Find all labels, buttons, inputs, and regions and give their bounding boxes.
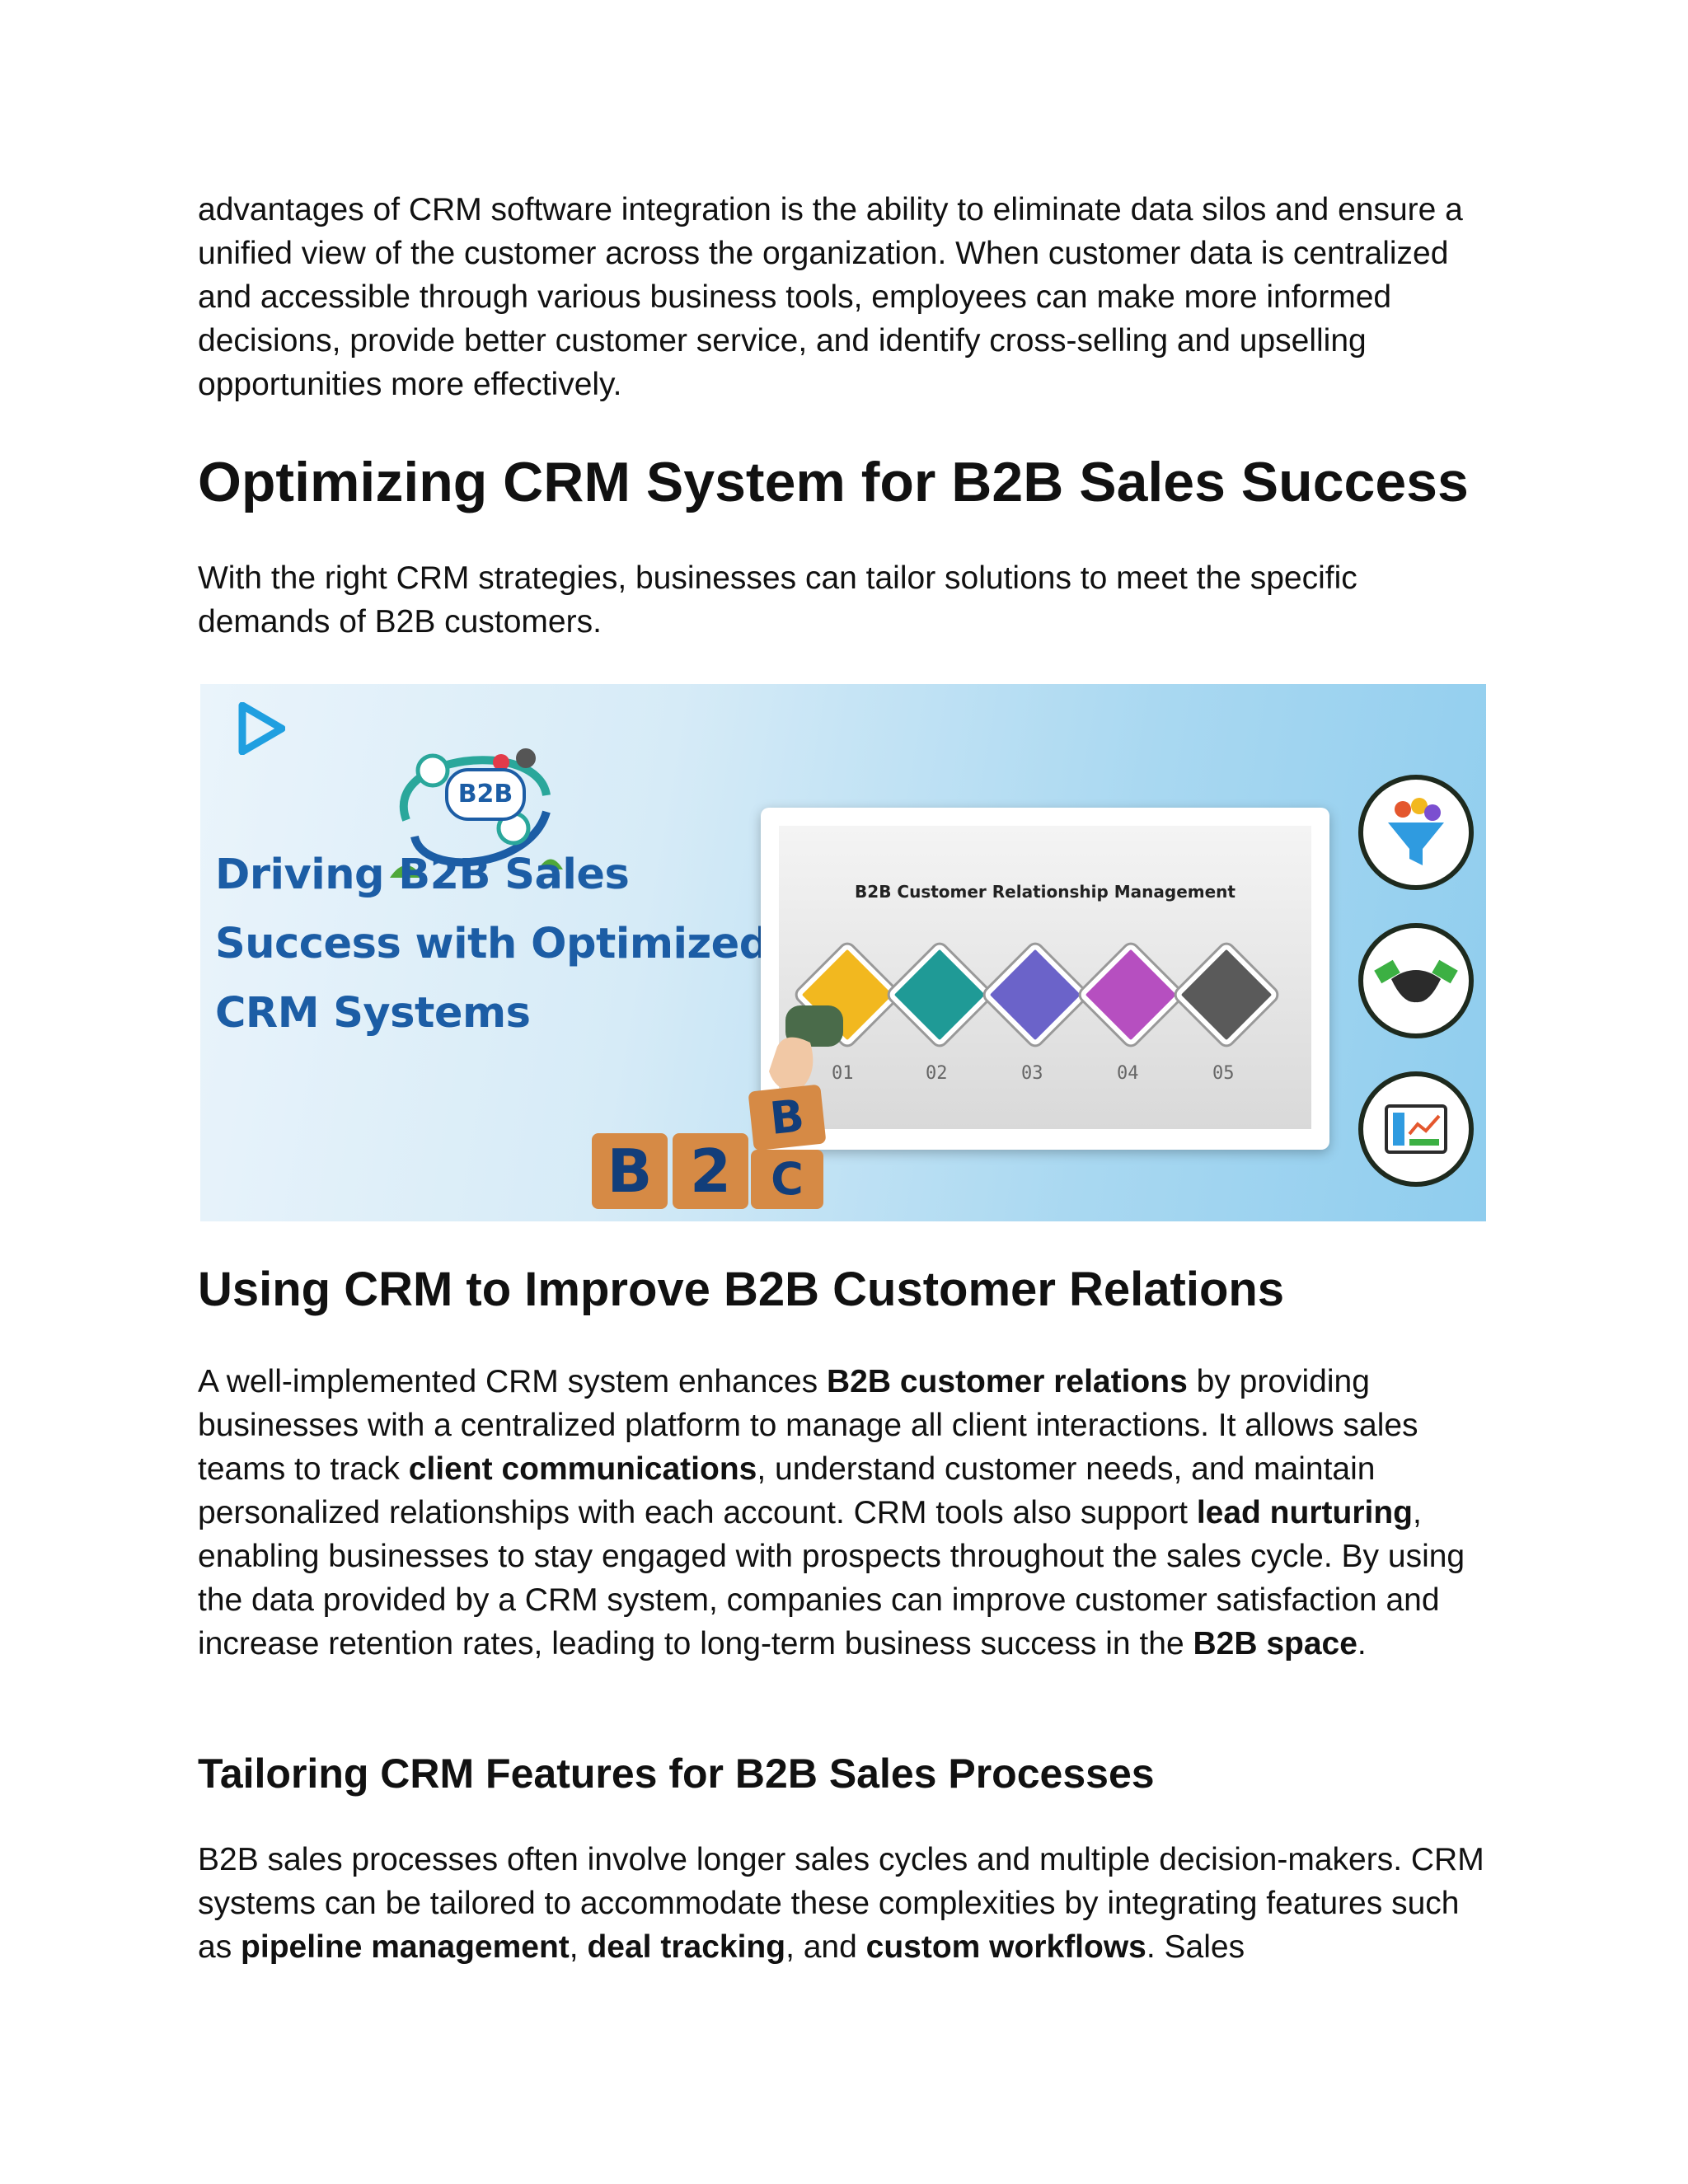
section-paragraph-tailoring: B2B sales processes often involve longer… xyxy=(198,1838,1492,1969)
section-paragraph-relations: A well-implemented CRM system enhances B… xyxy=(198,1360,1492,1666)
handshake-icon xyxy=(1358,923,1474,1038)
step-number: 03 xyxy=(1021,1063,1043,1084)
banner-image: B2B Driving B2B Sales Success with Optim… xyxy=(200,684,1486,1221)
step-number: 02 xyxy=(926,1063,948,1084)
b2b-cycle-illustration xyxy=(390,748,563,878)
screen-mockup: B2B Customer Relationship Management 01 … xyxy=(761,808,1329,1150)
step-diamond xyxy=(1078,942,1184,1047)
text-run: , enabling businesses to stay engaged wi… xyxy=(198,1495,1465,1661)
hand-illustration xyxy=(769,1005,843,1090)
bold-term: lead nurturing xyxy=(1196,1495,1413,1530)
bold-term: B2B customer relations xyxy=(826,1364,1188,1399)
letter-cube: B xyxy=(592,1133,668,1209)
funnel-icon xyxy=(1358,775,1474,890)
section-heading-optimizing: Optimizing CRM System for B2B Sales Succ… xyxy=(198,451,1469,513)
step-number: 01 xyxy=(832,1063,854,1084)
letter-cube: B xyxy=(748,1084,827,1151)
text-run: B2B sales processes often involve longer… xyxy=(198,1842,1484,1965)
screen-content: B2B Customer Relationship Management 01 … xyxy=(779,826,1311,1129)
play-logo-icon xyxy=(238,702,285,755)
text-run: by providing businesses with a centraliz… xyxy=(198,1364,1418,1487)
bold-term: deal tracking xyxy=(587,1929,786,1965)
step-number: 04 xyxy=(1117,1063,1139,1084)
bold-term: custom workflows xyxy=(865,1929,1146,1965)
bold-term: pipeline management xyxy=(241,1929,570,1965)
bold-term: client communications xyxy=(408,1451,757,1487)
banner-title-line-3: CRM Systems xyxy=(215,989,531,1038)
banner-title-line-2: Success with Optimized xyxy=(215,920,769,968)
section-paragraph-optimizing: With the right CRM strategies, businesse… xyxy=(198,560,1357,640)
text-run: . Sales xyxy=(1146,1929,1245,1965)
dashboard-icon xyxy=(1358,1071,1474,1187)
letter-cube: C xyxy=(751,1150,823,1209)
letter-cube: 2 xyxy=(673,1133,748,1209)
b2b-badge: B2B xyxy=(445,768,526,821)
step-number: 05 xyxy=(1212,1063,1235,1084)
text-run: , xyxy=(569,1929,588,1965)
bold-term: B2B space xyxy=(1193,1626,1357,1661)
text-run: , and xyxy=(785,1929,866,1965)
screen-title: B2B Customer Relationship Management xyxy=(855,882,1236,902)
step-diamond xyxy=(887,942,992,1047)
section-heading-relations: Using CRM to Improve B2B Customer Relati… xyxy=(198,1263,1285,1316)
text-run: , understand customer needs, and maintai… xyxy=(198,1451,1376,1530)
step-diamond xyxy=(982,942,1088,1047)
section-heading-tailoring: Tailoring CRM Features for B2B Sales Pro… xyxy=(198,1750,1155,1797)
text-run: A well-implemented CRM system enhances xyxy=(198,1364,827,1399)
banner-title-line-1: Driving B2B Sales xyxy=(215,851,630,899)
text-run: . xyxy=(1357,1626,1367,1661)
intro-paragraph: advantages of CRM software integration i… xyxy=(198,192,1463,402)
step-diamond xyxy=(1174,942,1279,1047)
